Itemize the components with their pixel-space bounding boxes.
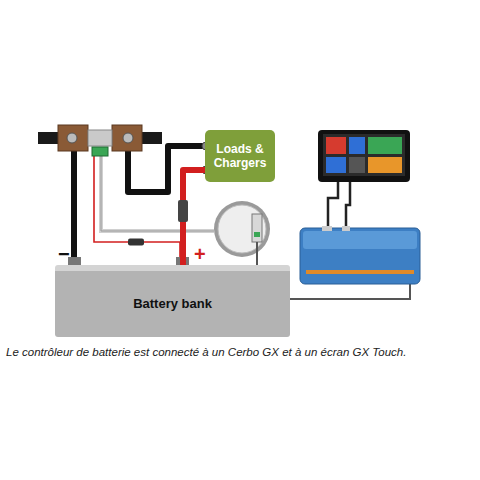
touch-bezel bbox=[318, 130, 410, 182]
negative-sign: − bbox=[58, 244, 70, 264]
monitor-connector bbox=[254, 232, 260, 237]
battery-terminal bbox=[68, 257, 81, 265]
shunt-resistor bbox=[88, 130, 112, 146]
monitor-ring bbox=[214, 201, 270, 257]
cerbo-stripe bbox=[306, 270, 414, 274]
loads-box: Loads & Chargers bbox=[205, 130, 275, 182]
monitor-face bbox=[218, 205, 266, 253]
screen-tile bbox=[368, 157, 402, 173]
monitor-port bbox=[252, 214, 262, 242]
main-fuse bbox=[178, 200, 188, 222]
screen-tile bbox=[326, 137, 346, 154]
shunt-connector bbox=[92, 147, 108, 156]
shunt-block bbox=[58, 125, 88, 151]
inline-fuse bbox=[128, 239, 144, 246]
positive-sign: + bbox=[194, 244, 206, 264]
negative-cable bbox=[71, 140, 77, 262]
screen-tile bbox=[349, 157, 365, 173]
shunt-bolt bbox=[123, 133, 133, 143]
shunt-block bbox=[112, 125, 142, 151]
usb-cable bbox=[346, 182, 350, 230]
node-text: Battery bank bbox=[133, 296, 212, 312]
cerbo-top bbox=[303, 231, 417, 249]
cerbo-port bbox=[322, 226, 332, 231]
battery-monitor bbox=[214, 201, 270, 257]
node-text: Loads & Chargers bbox=[214, 142, 267, 171]
screen-tile bbox=[368, 137, 402, 154]
battery-box: Battery bank bbox=[55, 265, 290, 337]
caption: Le contrôleur de batterie est connecté à… bbox=[6, 345, 476, 360]
screen-tile bbox=[349, 137, 365, 154]
screen-tile bbox=[326, 157, 346, 173]
cerbo-port bbox=[342, 226, 350, 231]
touch-screen bbox=[323, 134, 405, 176]
hdmi-cable bbox=[328, 182, 338, 230]
cerbo-gx bbox=[300, 226, 420, 284]
cerbo-housing bbox=[300, 228, 420, 284]
shunt bbox=[38, 125, 162, 156]
shunt-bolt bbox=[67, 133, 77, 143]
gx-touch bbox=[318, 130, 410, 182]
